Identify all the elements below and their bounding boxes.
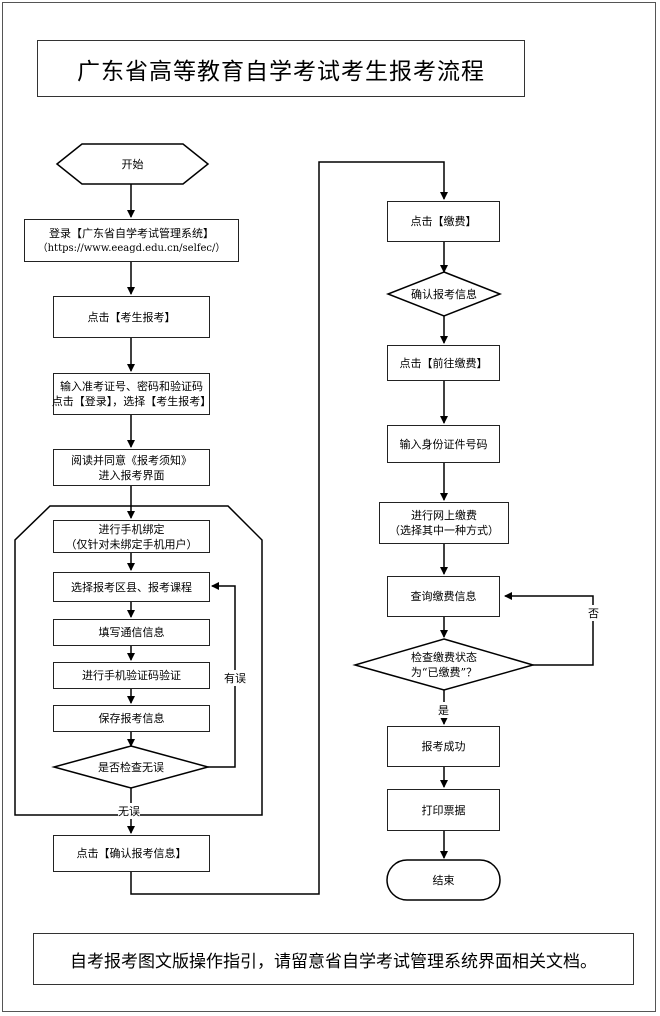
apply-steps-group [14,505,263,816]
click-pay-step: 点击【缴费】 [387,201,500,242]
save-info-step: 保存报考信息 [53,705,210,732]
ok-branch-label: 无误 [118,803,140,819]
print-step: 打印票据 [387,789,500,831]
footer-note: 自考报考图文版操作指引，请留意省自学考试管理系统界面相关文档。 [33,933,634,985]
error-branch-label: 有误 [224,670,246,686]
online-pay-note: （选择其中一种方式） [389,524,499,537]
end-label: 结束 [432,873,455,887]
input-credentials-step: 输入准考证号、密码和验证码 点击【登录】，选择【考生报考】 [51,373,212,415]
login-select-label: 点击【登录】，选择【考生报考】 [51,395,212,408]
save-info-label: 保存报考信息 [98,712,165,725]
click-pay-label: 点击【缴费】 [410,215,477,228]
check-decision: 是否检查无误 [54,746,208,788]
verify-phone-label: 进行手机验证码验证 [82,669,181,682]
click-apply-label: 点击【考生报考】 [87,310,176,324]
verify-phone-step: 进行手机验证码验证 [53,662,210,689]
check-decision-shape [51,745,211,789]
online-pay-step: 进行网上缴费 （选择其中一种方式） [379,502,509,544]
page-title: 广东省高等教育自学考试考生报考流程 [37,40,525,97]
no-branch-label: 否 [588,605,599,621]
yes-branch-label: 是 [438,702,449,718]
end-node: 结束 [387,860,500,900]
check-status-shape [352,638,536,691]
start-node: 开始 [57,144,208,184]
success-step: 报考成功 [387,726,500,767]
bind-phone-label: 进行手机绑定 [98,522,165,536]
print-label: 打印票据 [421,803,466,817]
read-notice-label: 阅读并同意《报考须知》 [71,453,192,467]
end-terminal [386,859,501,901]
login-step: 登录【广东省自学考试管理系统】 （https://www.eeagd.edu.c… [24,219,239,262]
click-apply-step: 点击【考生报考】 [53,296,210,338]
start-terminal [55,143,210,185]
confirm-info-label: 确认报考信息 [411,287,477,301]
confirm-apply-label: 点击【确认报考信息】 [76,847,187,860]
query-pay-label: 查询缴费信息 [410,590,477,603]
go-pay-label: 点击【前往缴费】 [399,356,488,370]
bind-phone-step: 进行手机绑定 （仅针对未绑定手机用户） [53,520,210,553]
select-course-step: 选择报考区县、报考课程 [53,572,210,602]
confirm-apply-step: 点击【确认报考信息】 [53,835,210,872]
login-label: 登录【广东省自学考试管理系统】 [49,226,214,240]
fill-contact-step: 填写通信信息 [53,619,210,646]
check-status-decision: 检查缴费状态 为“已缴费”？ [355,639,533,690]
input-credentials-label: 输入准考证号、密码和验证码 [60,380,203,393]
check-decision-label: 是否检查无误 [98,760,164,774]
start-label: 开始 [121,157,144,171]
go-pay-step: 点击【前往缴费】 [387,345,500,381]
confirm-info-shape [385,271,503,317]
query-pay-step: 查询缴费信息 [387,576,500,617]
fill-contact-label: 填写通信信息 [98,626,165,639]
online-pay-label: 进行网上缴费 [411,509,477,522]
bind-phone-note: （仅针对未绑定手机用户） [65,537,198,551]
check-status-label: 检查缴费状态 [411,650,477,664]
success-label: 报考成功 [421,740,466,753]
input-id-step: 输入身份证件号码 [387,425,500,463]
input-id-label: 输入身份证件号码 [399,437,488,451]
enter-apply-label: 进入报考界面 [98,468,165,482]
confirm-info-decision: 确认报考信息 [388,272,500,316]
read-notice-step: 阅读并同意《报考须知》 进入报考界面 [53,449,210,486]
select-course-label: 选择报考区县、报考课程 [71,580,192,594]
login-url: （https://www.eeagd.edu.cn/selfec/） [37,242,226,254]
check-status-question: 为“已缴费”？ [410,665,478,679]
